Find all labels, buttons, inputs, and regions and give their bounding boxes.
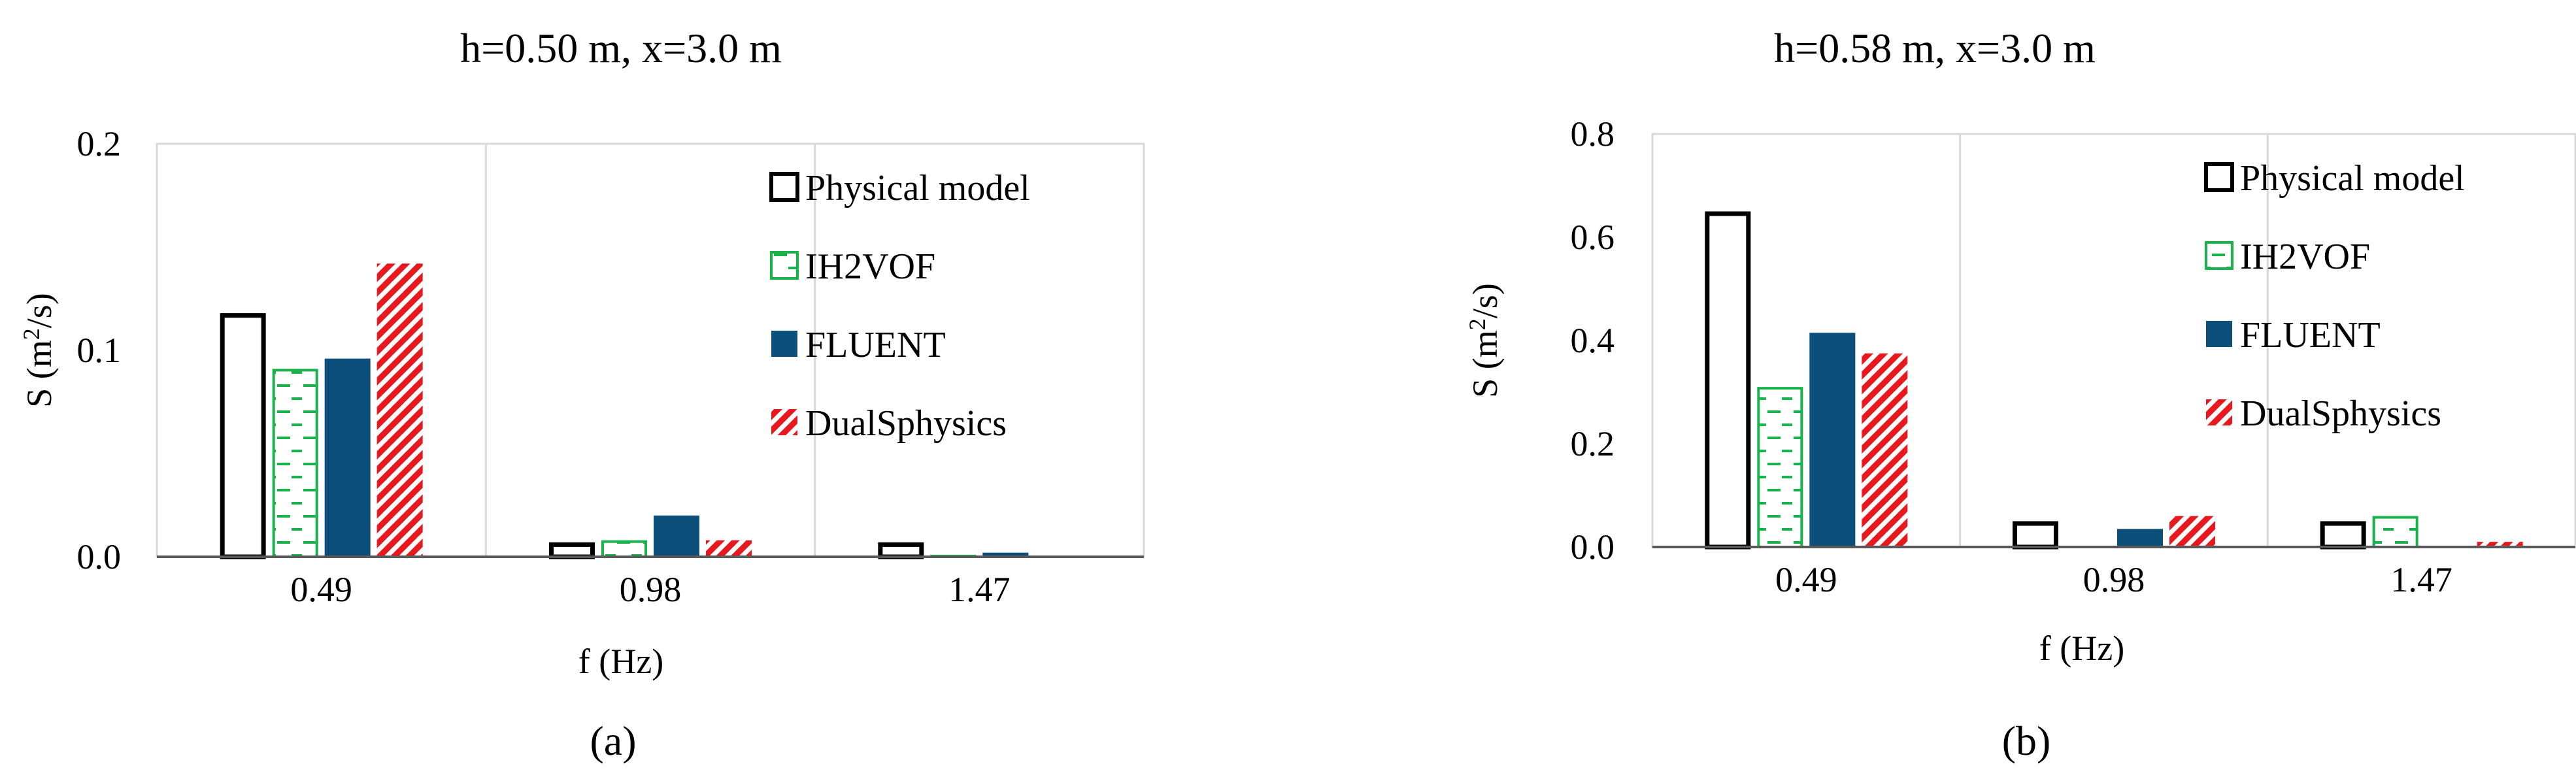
legend-label-fluent: FLUENT [2240,315,2381,356]
y-ticks: 0.0 0.1 0.2 [77,124,122,576]
bar-dualsphysics [376,263,423,557]
legend-swatch-dualsphysics [2206,399,2232,425]
bar-ih2vof [272,369,318,558]
bar-fluent [982,552,1029,557]
legend-swatch-physical [769,172,799,202]
legend-label-physical: Physical model [805,168,1030,208]
bar-dualsphysics [1862,353,1908,547]
chart-title: h=0.50 m, x=3.0 m [460,25,782,71]
chart-title: h=0.58 m, x=3.0 m [1774,25,2096,71]
y-axis-title: S (m2/s) [1464,283,1505,398]
bar-physical [2320,521,2366,550]
bar-fluent [1809,333,1856,547]
bars [1705,211,2523,550]
legend-label-dualsphysics: DualSphysics [805,403,1007,444]
x-tick-label: 0.98 [2083,560,2145,599]
grid-lines [484,144,816,557]
bar-physical [2013,521,2058,550]
y-tick-label: 0.0 [1571,527,1615,567]
y-ticks: 0.0 0.2 0.4 0.6 0.8 [1571,114,1615,567]
legend-swatch-dualsphysics [771,409,797,435]
bar-physical [220,313,266,559]
bar-ih2vof [601,540,647,558]
caption: (b) [2002,718,2051,764]
y-tick-label: 0.8 [1571,114,1615,154]
bar-fluent [654,515,699,557]
bar-dualsphysics [2477,542,2523,547]
x-tick-label: 0.98 [620,570,682,609]
bar-ih2vof [2372,516,2418,548]
x-tick-label: 0.49 [290,570,352,609]
bar-dualsphysics [2169,516,2215,547]
legend-swatch-ih2vof [2205,241,2233,270]
legend-label-physical: Physical model [2240,158,2465,199]
legend-swatch-fluent [771,331,797,357]
y-tick-label: 0.6 [1571,218,1615,257]
bar-fluent [324,358,371,557]
bar-ih2vof [1757,387,1803,548]
x-ticks: 0.49 0.98 1.47 [1775,560,2452,599]
bar-physical [1705,211,1751,550]
grid-lines [1959,134,2269,547]
bar-fluent [2117,529,2163,547]
legend-swatch-physical [2204,162,2234,192]
legend-label-dualsphysics: DualSphysics [2240,393,2441,434]
y-tick-label: 0.4 [1571,321,1615,360]
x-tick-label: 1.47 [2390,560,2452,599]
y-tick-label: 0.1 [77,331,122,370]
legend-label-ih2vof: IH2VOF [2240,237,2370,277]
legend-label-fluent: FLUENT [805,325,946,365]
y-axis-title: S (m2/s) [18,293,59,408]
y-tick-label: 0.0 [77,537,122,576]
x-axis-title: f (Hz) [2039,629,2124,668]
legend-label-ih2vof: IH2VOF [805,246,935,287]
y-tick-label: 0.2 [1571,424,1615,463]
x-ticks: 0.49 0.98 1.47 [290,570,1010,609]
bar-physical [549,542,595,559]
caption: (a) [590,718,636,764]
bars [220,263,1029,559]
legend-swatch-fluent [2206,321,2232,347]
x-tick-label: 1.47 [948,570,1011,609]
y-tick-label: 0.2 [77,124,122,163]
bar-dualsphysics [706,540,752,557]
x-axis-title: f (Hz) [578,642,663,681]
legend-swatch-ih2vof [770,251,799,280]
x-tick-label: 0.49 [1775,560,1837,599]
bar-physical [878,542,924,559]
chart-a: h=0.50 m, x=3.0 m 0.0 0.1 0.2 0.49 0.98 1.47… [18,25,1145,764]
